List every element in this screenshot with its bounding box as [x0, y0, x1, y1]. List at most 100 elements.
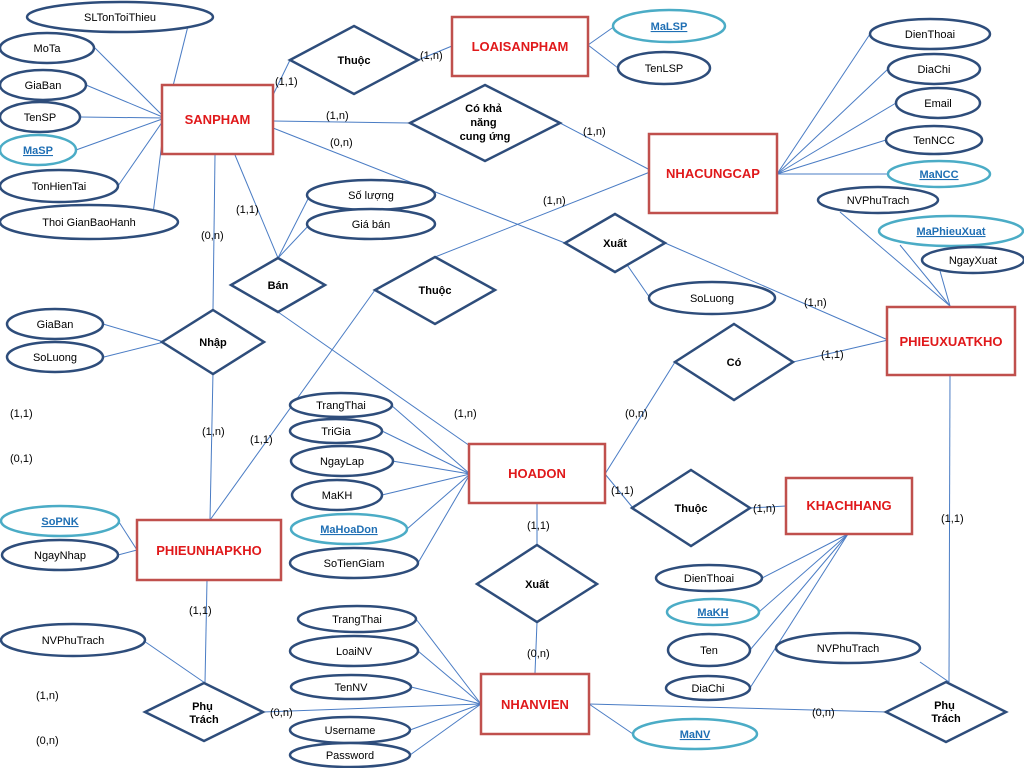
- cardinality: (1,n): [326, 110, 349, 122]
- relationship-thuoc-loai[interactable]: Thuộc: [287, 24, 421, 96]
- attr-ncc-dienthoai: DienThoai: [868, 17, 992, 51]
- svg-text:NgayNhap: NgayNhap: [34, 550, 86, 562]
- svg-text:HOADON: HOADON: [508, 466, 566, 481]
- attr-pnk-nvphutrach: NVPhuTrach: [0, 622, 147, 658]
- cardinality: (0,n): [527, 648, 550, 660]
- svg-text:MaNV: MaNV: [680, 729, 711, 741]
- cardinality: (1,1): [250, 434, 273, 446]
- attr-username: Username: [288, 715, 412, 745]
- attr-kh-nvphutrach: NVPhuTrach: [774, 631, 922, 665]
- attr-pxk-nvphutrach: NVPhuTrach: [816, 185, 940, 215]
- attr-kh-dienthoai: DienThoai: [654, 563, 764, 593]
- attr-sltontoithieu: SLTonToiThieu: [25, 0, 215, 34]
- svg-text:TrangThai: TrangThai: [332, 614, 382, 626]
- svg-text:TenLSP: TenLSP: [645, 63, 684, 75]
- cardinality: (1,1): [527, 520, 550, 532]
- svg-text:DienThoai: DienThoai: [905, 29, 955, 41]
- attr-sp-giaban: GiaBan: [0, 68, 88, 102]
- svg-text:Nhập: Nhập: [199, 337, 227, 349]
- entity-khachhang[interactable]: KHACHHANG: [784, 476, 914, 536]
- svg-text:MaKH: MaKH: [697, 607, 728, 619]
- attr-tenncc: TenNCC: [884, 124, 984, 156]
- attr-tennv: TenNV: [289, 673, 413, 701]
- svg-text:Thuộc: Thuộc: [419, 285, 452, 297]
- svg-text:MaPhieuXuat: MaPhieuXuat: [916, 226, 985, 238]
- svg-text:Thuộc: Thuộc: [338, 55, 371, 67]
- svg-text:NVPhuTrach: NVPhuTrach: [847, 195, 910, 207]
- cardinality: (1,n): [804, 297, 827, 309]
- attr-loainv: LoaiNV: [288, 634, 420, 668]
- rel-line-1: Phụ: [192, 701, 213, 713]
- entity-loaisanpham[interactable]: LOAISANPHAM: [450, 15, 590, 78]
- connector-lines: [75, 17, 951, 756]
- relationship-ban[interactable]: Bán: [228, 256, 328, 314]
- cardinality: (1,1): [189, 605, 212, 617]
- cardinality: (1,1): [10, 408, 33, 420]
- attr-hd-trangthai: TrangThai: [288, 391, 394, 419]
- svg-text:GiaBan: GiaBan: [37, 319, 74, 331]
- svg-text:NgayXuat: NgayXuat: [949, 255, 997, 267]
- entity-phieunhapkho[interactable]: PHIEUNHAPKHO: [135, 518, 283, 582]
- cardinality: (0,n): [36, 735, 59, 747]
- attr-tensp: TenSP: [0, 100, 82, 134]
- attr-xuat-soluong: SoLuong: [647, 280, 777, 316]
- svg-text:Bán: Bán: [268, 280, 289, 292]
- rel-line-2: Trách: [931, 713, 961, 725]
- relationship-co-pxk[interactable]: Có: [672, 322, 796, 402]
- attr-mota: MoTa: [0, 31, 96, 65]
- svg-text:DiaChi: DiaChi: [691, 683, 724, 695]
- relationship-phu-trach-pnk[interactable]: Phụ Trách: [142, 681, 266, 743]
- svg-text:Thoi GianBaoHanh: Thoi GianBaoHanh: [42, 217, 136, 229]
- svg-text:NVPhuTrach: NVPhuTrach: [817, 643, 880, 655]
- svg-text:NHACUNGCAP: NHACUNGCAP: [666, 166, 760, 181]
- rel-line-2: năng: [470, 117, 496, 129]
- attr-ban-soluong: Số lượng: [305, 178, 437, 212]
- svg-text:LOAISANPHAM: LOAISANPHAM: [472, 39, 569, 54]
- svg-text:PHIEUXUATKHO: PHIEUXUATKHO: [899, 334, 1002, 349]
- svg-text:TenSP: TenSP: [24, 112, 56, 124]
- attr-mancc-key: MaNCC: [886, 159, 992, 189]
- svg-text:SANPHAM: SANPHAM: [185, 112, 251, 127]
- cardinality: (1,n): [753, 503, 776, 515]
- entity-phieuxuatkho[interactable]: PHIEUXUATKHO: [885, 305, 1017, 377]
- svg-text:Thuộc: Thuộc: [675, 503, 708, 515]
- relationship-xuat-nv[interactable]: Xuất: [474, 543, 600, 624]
- rel-line-1: Có khả: [465, 103, 503, 115]
- attr-manv-key: MaNV: [631, 717, 759, 751]
- relationship-thuoc-kh[interactable]: Thuộc: [629, 468, 753, 548]
- cardinality: (1,n): [420, 50, 443, 62]
- entity-sanpham[interactable]: SANPHAM: [160, 83, 275, 156]
- entity-nhacungcap[interactable]: NHACUNGCAP: [647, 132, 779, 215]
- attr-mahoadon-key: MaHoaDon: [289, 512, 409, 546]
- svg-text:SLTonToiThieu: SLTonToiThieu: [84, 12, 156, 24]
- cardinality-labels: (1,1) (1,n) (1,n) (0,n) (1,n) (1,1) (0,n…: [10, 50, 964, 747]
- cardinality: (0,n): [270, 707, 293, 719]
- cardinality: (1,n): [454, 408, 477, 420]
- attr-password: Password: [288, 741, 412, 768]
- entity-nhanvien[interactable]: NHANVIEN: [479, 672, 591, 736]
- rel-line-2: Trách: [189, 714, 219, 726]
- relationship-thuoc-ncc[interactable]: Thuộc: [372, 255, 498, 326]
- attr-nv-trangthai: TrangThai: [296, 604, 418, 634]
- svg-text:MoTa: MoTa: [34, 43, 62, 55]
- svg-text:MaHoaDon: MaHoaDon: [320, 524, 378, 536]
- relationship-co-kha-nang-cung-ung[interactable]: Có khả năng cung ứng: [407, 83, 563, 163]
- attr-kh-ten: Ten: [666, 632, 752, 668]
- cardinality: (1,1): [611, 485, 634, 497]
- attr-ngaylap: NgayLap: [289, 444, 395, 478]
- attr-nhap-soluong: SoLuong: [5, 340, 105, 374]
- rel-line-1: Phụ: [934, 700, 955, 712]
- entity-hoadon[interactable]: HOADON: [467, 442, 607, 505]
- relationship-nhap[interactable]: Nhập: [159, 308, 267, 376]
- svg-text:Ten: Ten: [700, 645, 718, 657]
- relationship-xuat-ncc[interactable]: Xuất: [562, 212, 668, 274]
- relationship-phu-trach-pxk[interactable]: Phụ Trách: [883, 680, 1009, 744]
- svg-text:NgayLap: NgayLap: [320, 456, 364, 468]
- attr-maphieuxuat-key: MaPhieuXuat: [877, 214, 1024, 248]
- attr-ban-giaban: Giá bán: [305, 207, 437, 241]
- svg-text:Phụ Trách: Phụ Trách: [189, 701, 219, 726]
- svg-text:Email: Email: [924, 98, 952, 110]
- svg-text:Giá bán: Giá bán: [352, 219, 391, 231]
- svg-text:Password: Password: [326, 750, 374, 762]
- svg-text:Có khả năng cung ứ: Có khả năng cung ứng: [460, 103, 511, 143]
